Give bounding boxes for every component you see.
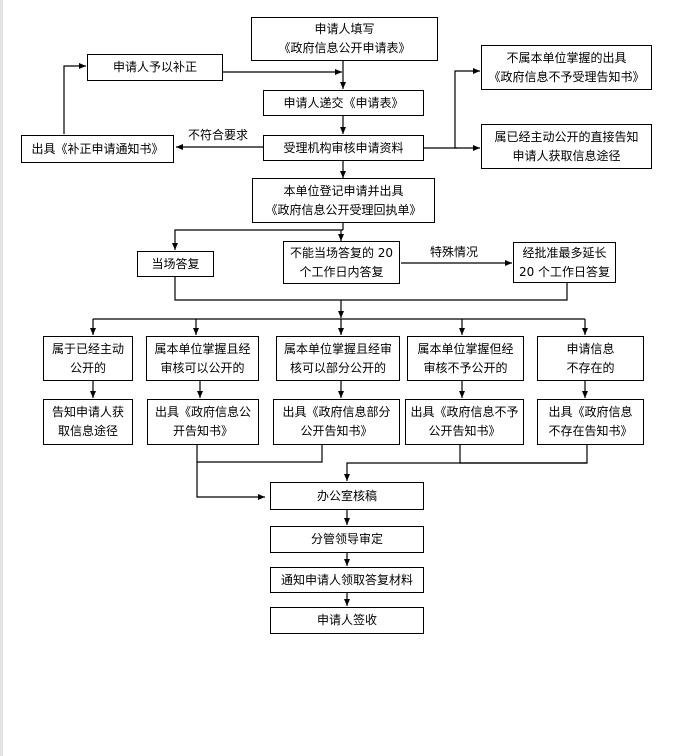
step-already-public-line1: 属已经主动公开的直接告知 (494, 129, 639, 144)
category-1-line2: 公开的 (69, 360, 106, 375)
step-leader-review: 分管领导审定 (270, 526, 424, 553)
category-2-line2: 审核可以公开的 (160, 360, 245, 375)
step-reply-20-days-line1: 不能当场答复的 20 (289, 245, 394, 260)
step-start: 申请人填写 《政府信息公开申请表》 (251, 17, 438, 61)
line-merge (174, 276, 568, 301)
step-start-line1: 申请人填写 (314, 22, 375, 36)
outcome-3-line2: 公开告知书》 (300, 424, 373, 438)
step-notify-pickup-label: 通知申请人领取答复材料 (280, 572, 413, 587)
category-can-disclose: 属本单位掌握且经 审核可以公开的 (146, 336, 259, 381)
step-review-label: 受理机构审核申请资料 (283, 140, 404, 155)
category-partial-disclose: 属本单位掌握且经审 核可以部分公开的 (276, 336, 400, 381)
step-extend-line2: 20 个工作日答复 (518, 264, 611, 279)
step-sign-receipt-label: 申请人签收 (316, 613, 377, 627)
arrow-to-not-held (454, 68, 480, 148)
outcome-inform-path: 告知申请人获 取信息途径 (43, 399, 133, 445)
step-register: 本单位登记申请并出具 《政府信息公开受理回执单》 (252, 178, 435, 223)
label-not-compliant: 不符合要求 (188, 128, 249, 142)
category-4-line1: 属本单位掌握但经 (417, 341, 514, 356)
outcome-2-line1: 出具《政府信息公 (154, 405, 251, 419)
arrow-to-reply-on-spot (172, 229, 343, 250)
step-extend: 经批准最多延长 20 个工作日答复 (513, 242, 616, 283)
step-reply-20-days: 不能当场答复的 20 个工作日内答复 (283, 241, 400, 284)
category-2-line1: 属本单位掌握且经 (154, 341, 251, 356)
category-already-public: 属于已经主动 公开的 (43, 336, 133, 381)
step-submit: 申请人递交《申请表》 (263, 90, 424, 116)
category-4-line2: 审核不予公开的 (423, 360, 508, 375)
arrow-correction-to-supplement (63, 63, 86, 134)
outcome-no-disclose-notice: 出具《政府信息不予 公开告知书》 (405, 399, 524, 445)
step-already-public-line2: 申请人获取信息途径 (512, 148, 621, 163)
step-notify-pickup: 通知申请人领取答复材料 (270, 567, 424, 593)
category-1-line1: 属于已经主动 (51, 341, 124, 356)
step-reply-20-days-line2: 个工作日内答复 (299, 264, 384, 279)
step-register-line1: 本单位登记申请并出具 (283, 183, 404, 198)
step-submit-label: 申请人递交《申请表》 (283, 95, 404, 110)
outcome-not-exist-notice: 出具《政府信息 不存在告知书》 (537, 399, 644, 445)
arrow-out345-to-office (344, 462, 587, 481)
outcome-5-line1: 出具《政府信息 (548, 405, 633, 419)
outcome-partial-notice: 出具《政府信息部分 公开告知书》 (273, 399, 400, 445)
step-sign-receipt: 申请人签收 (270, 607, 424, 634)
step-reply-on-spot-label: 当场答复 (151, 256, 200, 271)
outcome-3-line1: 出具《政府信息部分 (282, 405, 391, 419)
step-office-review: 办公室核稿 (270, 482, 424, 510)
category-3-line1: 属本单位掌握且经审 (283, 341, 392, 356)
step-correction-notice-label: 出具《补正申请通知书》 (31, 141, 164, 156)
step-start-line2: 《政府信息公开申请表》 (278, 41, 411, 55)
outcome-1-line1: 告知申请人获 (51, 405, 124, 419)
outcome-4-line1: 出具《政府信息不予 (410, 405, 519, 419)
category-not-exist: 申请信息 不存在的 (537, 336, 644, 381)
step-office-review-label: 办公室核稿 (316, 488, 377, 503)
page-left-edge (0, 0, 3, 756)
category-5-line2: 不存在的 (566, 360, 615, 375)
step-not-held-line1: 不属本单位掌握的出具 (506, 50, 627, 65)
arrow-out2-to-office (196, 462, 265, 500)
step-review: 受理机构审核申请资料 (263, 135, 424, 161)
category-3-line2: 核可以部分公开的 (289, 360, 386, 375)
step-reply-on-spot: 当场答复 (137, 251, 214, 277)
outcome-2-line2: 开告知书》 (172, 424, 233, 438)
step-extend-line1: 经批准最多延长 (522, 245, 607, 260)
line-out2-merge (196, 444, 323, 463)
outcome-disclose-notice: 出具《政府信息公 开告知书》 (147, 399, 259, 445)
step-supplement-label: 申请人予以补正 (112, 60, 197, 74)
step-supplement: 申请人予以补正 (87, 54, 223, 81)
step-already-public: 属已经主动公开的直接告知 申请人获取信息途径 (481, 124, 652, 169)
outcome-1-line2: 取信息途径 (57, 424, 118, 438)
label-special-case: 特殊情况 (430, 245, 479, 259)
category-5-line1: 申请信息 (566, 341, 615, 356)
step-register-line2: 《政府信息公开受理回执单》 (265, 202, 422, 217)
line-out45-merge (459, 444, 588, 464)
step-not-held-line2: 《政府信息不予受理告知书》 (488, 69, 645, 84)
outcome-5-line2: 不存在告知书》 (548, 424, 633, 438)
step-leader-review-label: 分管领导审定 (310, 532, 383, 546)
outcome-4-line2: 公开告知书》 (428, 424, 501, 438)
step-not-held: 不属本单位掌握的出具 《政府信息不予受理告知书》 (481, 45, 652, 90)
category-no-disclose: 属本单位掌握但经 审核不予公开的 (407, 336, 524, 381)
step-correction-notice: 出具《补正申请通知书》 (21, 135, 174, 163)
